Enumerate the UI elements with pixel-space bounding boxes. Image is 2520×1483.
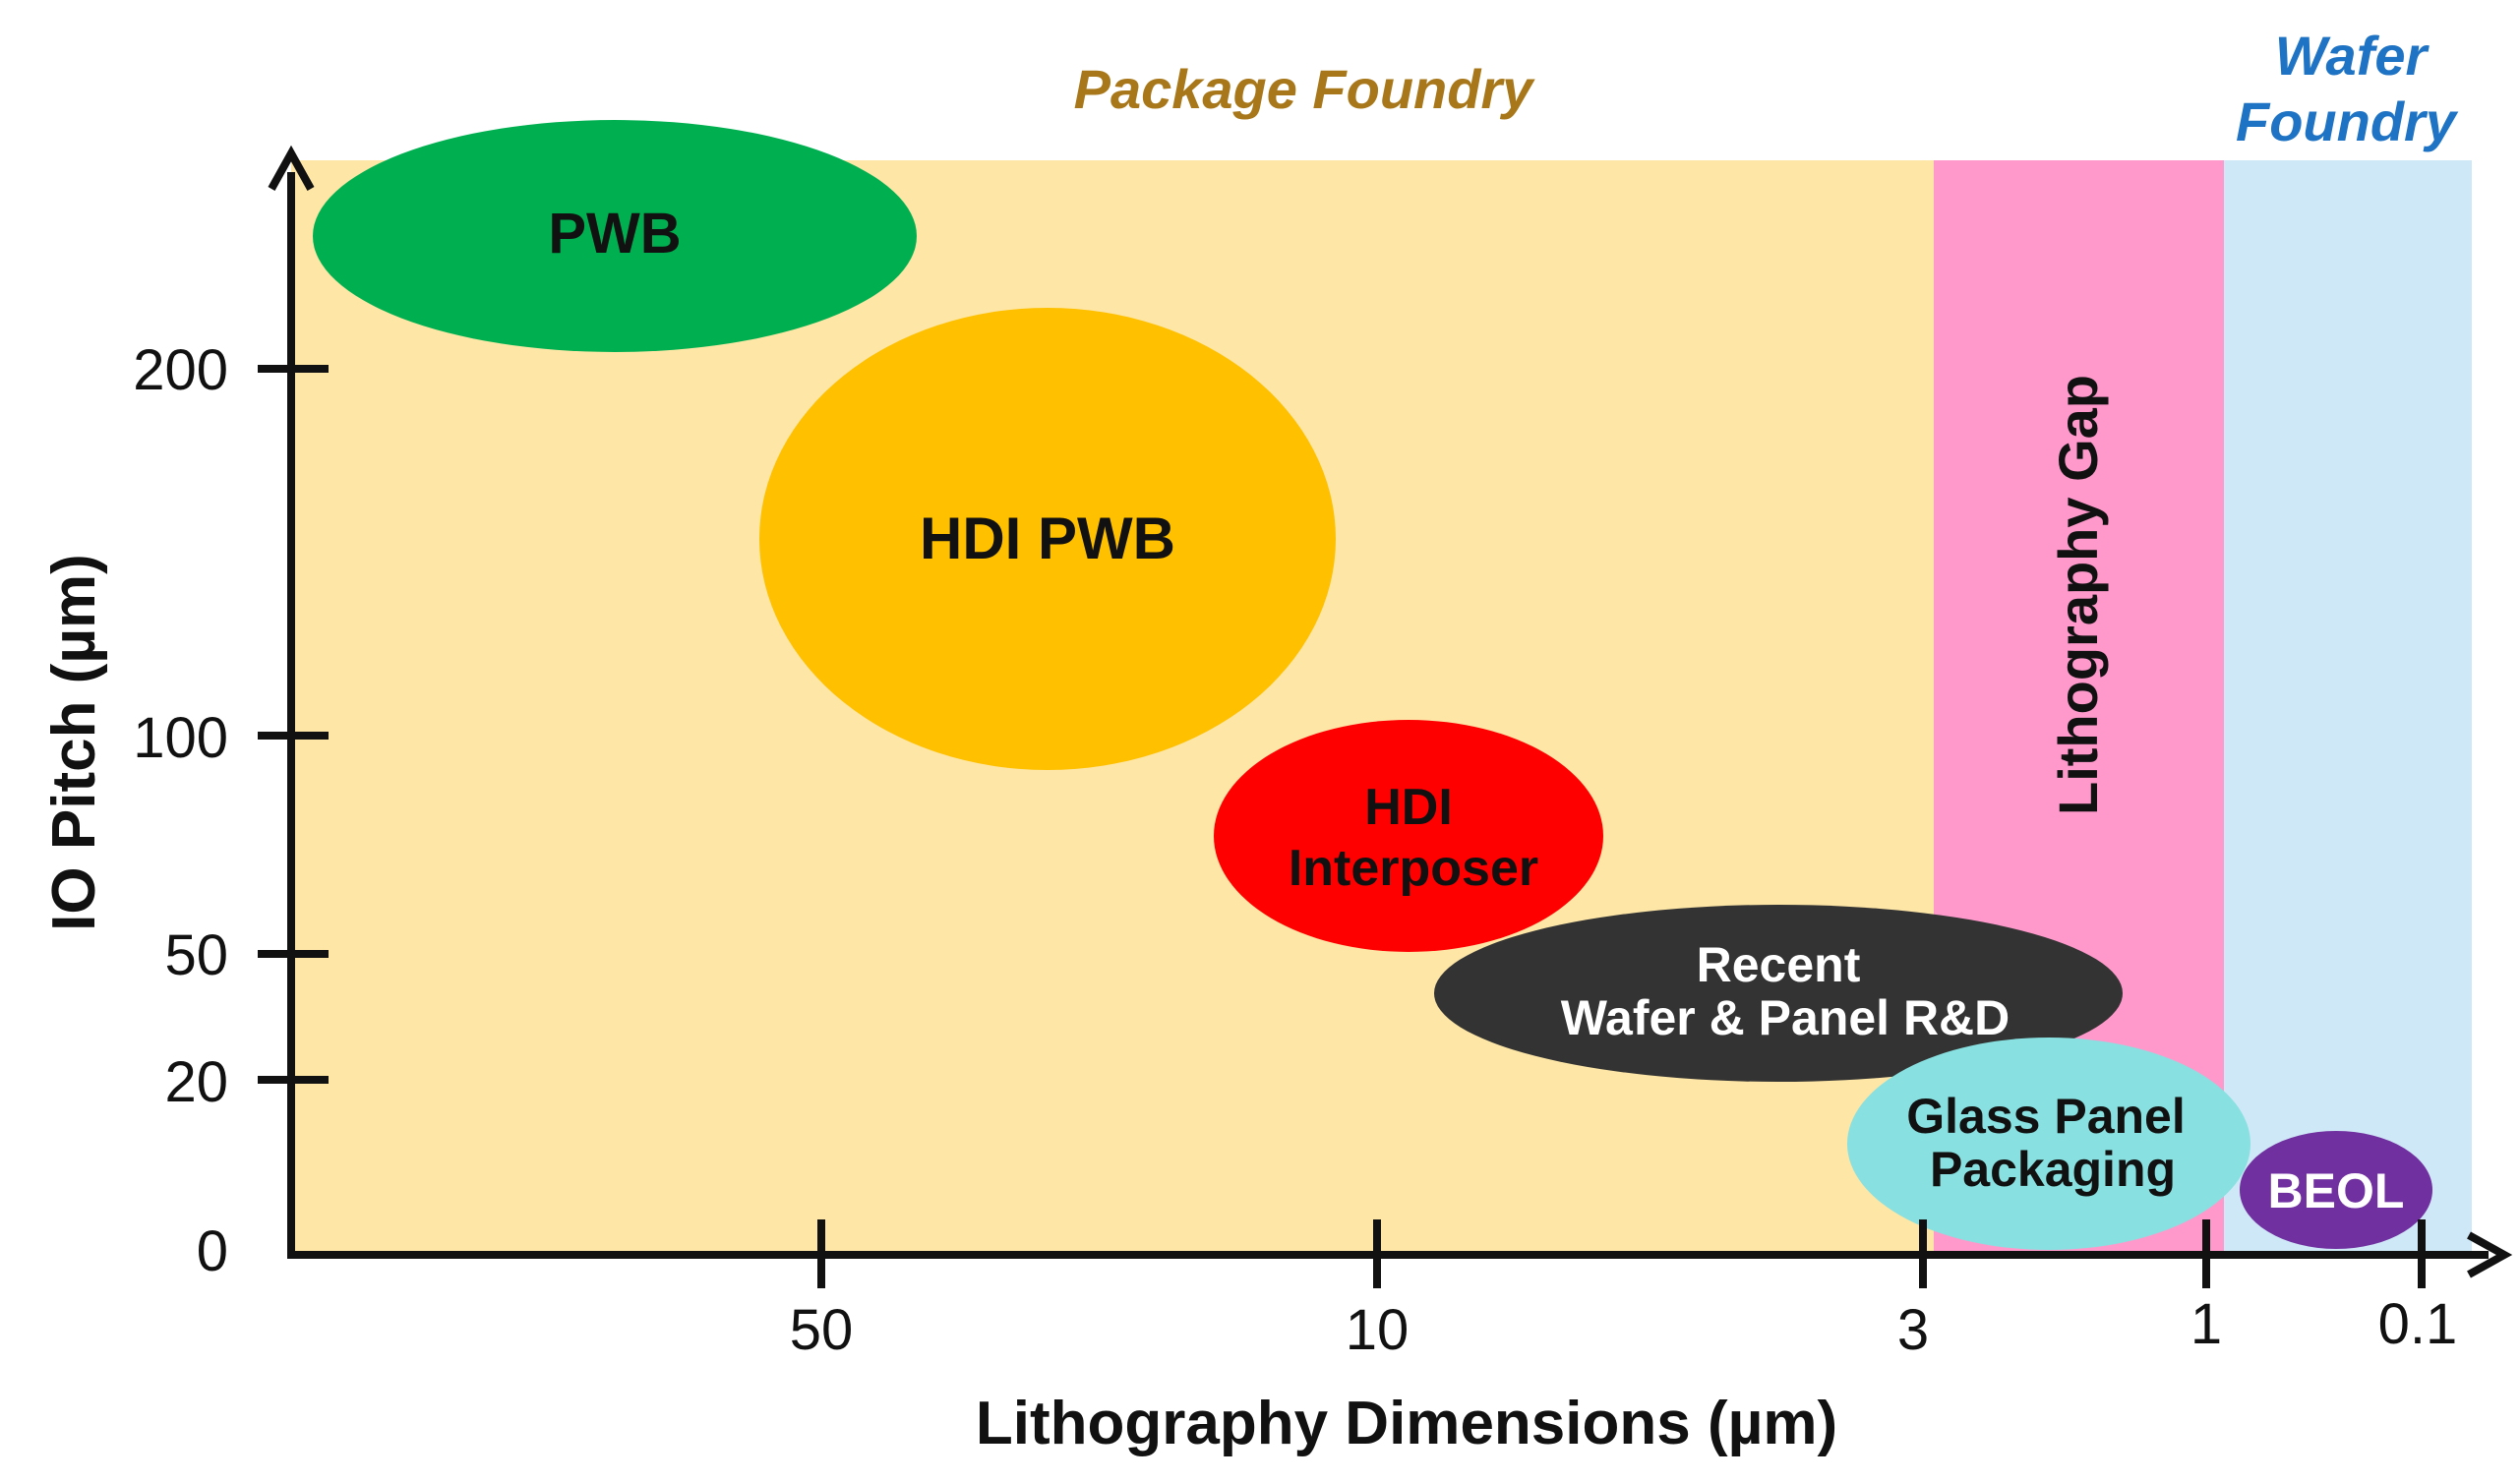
package-foundry-title: Package Foundry — [1074, 58, 1536, 120]
hdi-pwb-label: HDI PWB — [920, 505, 1175, 571]
hdi-interposer-label-line1: HDI — [1364, 779, 1453, 836]
lithography-gap-label: Lithography Gap — [2047, 375, 2109, 815]
x-tick-label-1: 1 — [2190, 1292, 2222, 1356]
hdi-interposer-label-line2: Interposer — [1289, 840, 1538, 897]
recent-rnd-label-line1: Recent — [1697, 937, 1861, 992]
y-tick-label-200: 200 — [133, 338, 228, 402]
hdi-pwb-ellipse — [759, 308, 1336, 770]
y-tick-label-100: 100 — [133, 706, 228, 770]
pwb-label: PWB — [548, 202, 681, 266]
pwb-ellipse — [313, 120, 917, 352]
x-tick-label-0.1: 0.1 — [2378, 1292, 2458, 1356]
wafer-foundry-region — [2224, 160, 2472, 1252]
x-axis-label: Lithography Dimensions (µm) — [976, 1390, 1837, 1457]
glass-panel-label-line1: Glass Panel — [1906, 1089, 2186, 1144]
glass-panel-ellipse — [1847, 1038, 2250, 1250]
x-axis-arrowhead — [2467, 1231, 2513, 1278]
hdi-interposer-ellipse — [1214, 720, 1603, 952]
x-tick-label-50: 50 — [790, 1298, 854, 1362]
wafer-foundry-title-line2: Foundry — [2236, 90, 2459, 152]
x-tick-label-3: 3 — [1897, 1298, 1929, 1362]
recent-rnd-label-line2: Wafer & Panel R&D — [1561, 990, 2010, 1045]
beol-ellipse — [2240, 1131, 2432, 1249]
glass-panel-label-line2: Packaging — [1930, 1142, 2176, 1197]
y-axis-label: IO Pitch (µm) — [40, 554, 108, 931]
beol-label: BEOL — [2268, 1163, 2405, 1218]
x-tick-label-10: 10 — [1346, 1298, 1410, 1362]
wafer-foundry-title-line1: Wafer — [2275, 25, 2430, 87]
y-tick-label-50: 50 — [164, 923, 228, 987]
y-tick-label-20: 20 — [164, 1050, 228, 1114]
recent-rnd-ellipse — [1434, 905, 2123, 1082]
y-tick-label-0: 0 — [197, 1219, 228, 1283]
y-axis-arrowhead — [268, 145, 315, 191]
